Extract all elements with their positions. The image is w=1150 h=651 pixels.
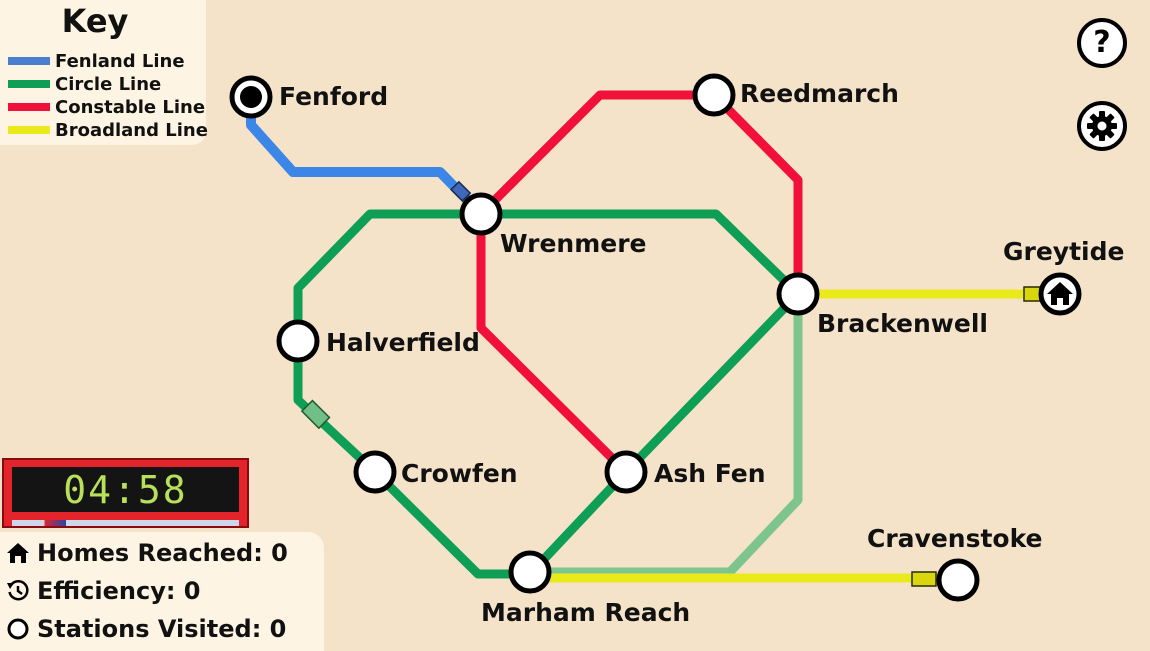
constable-line-south[interactable] <box>476 214 630 476</box>
timer-progress-fill <box>12 520 67 526</box>
station-fenford[interactable] <box>229 75 273 119</box>
key-item-circle: Circle Line <box>8 73 161 95</box>
key-item-constable: Constable Line <box>8 96 205 118</box>
key-label-broadland: Broadland Line <box>55 119 208 141</box>
station-label-wrenmere: Wrenmere <box>500 229 647 258</box>
key-label-constable: Constable Line <box>55 96 206 118</box>
key-item-broadland: Broadland Line <box>8 119 208 141</box>
station-label-cravenstoke: Cravenstoke <box>867 524 1043 553</box>
homes-reached-text: Homes Reached: 0 <box>37 539 288 567</box>
key-label-circle: Circle Line <box>55 73 162 95</box>
train-circle[interactable] <box>300 399 331 430</box>
history-clock-icon <box>5 578 31 604</box>
stations-visited-text: Stations Visited: 0 <box>37 615 287 643</box>
fenland-swatch <box>8 57 50 65</box>
stats-panel: Homes Reached: 0 Efficiency: 0 Stations … <box>0 532 324 651</box>
station-label-brackenwell: Brackenwell <box>817 309 988 338</box>
station-greytide[interactable] <box>1038 272 1082 316</box>
station-label-reedmarch: Reedmarch <box>740 79 899 108</box>
train-broadland-east[interactable] <box>1023 286 1041 302</box>
station-wrenmere[interactable] <box>459 192 503 236</box>
station-label-halverfield: Halverfield <box>326 328 480 357</box>
station-circle-icon <box>5 616 31 642</box>
station-reedmarch[interactable] <box>692 73 736 117</box>
stat-visited: Stations Visited: 0 <box>5 611 286 647</box>
home-icon <box>1047 282 1073 305</box>
gear-icon <box>1087 111 1117 141</box>
circle-line-branch[interactable] <box>530 294 803 577</box>
circle-swatch <box>8 80 50 88</box>
broadland-swatch <box>8 126 50 134</box>
constable-swatch <box>8 103 50 111</box>
key-title: Key <box>61 2 129 40</box>
stat-homes: Homes Reached: 0 <box>5 535 288 571</box>
station-label-crowfen: Crowfen <box>401 459 518 488</box>
efficiency-text: Efficiency: 0 <box>37 577 201 605</box>
fenland-line[interactable] <box>246 97 485 218</box>
line-key-panel: Key Fenland Line Circle Line Constable L… <box>0 0 208 145</box>
station-brackenwell[interactable] <box>776 272 820 316</box>
help-button[interactable]: ? <box>1077 18 1127 68</box>
station-label-ash-fen: Ash Fen <box>654 459 766 488</box>
key-item-fenland: Fenland Line <box>8 50 185 72</box>
help-icon: ? <box>1093 25 1111 60</box>
station-label-marham-reach: Marham Reach <box>481 598 690 627</box>
timer-screen: 04:58 <box>12 467 239 512</box>
station-crowfen[interactable] <box>353 450 397 494</box>
constable-line[interactable] <box>477 90 803 294</box>
timer-display: 04:58 <box>63 467 188 512</box>
station-cravenstoke[interactable] <box>936 558 980 602</box>
station-halverfield[interactable] <box>276 319 320 363</box>
station-ash-fen[interactable] <box>604 450 648 494</box>
timer-progress-bar <box>12 520 239 526</box>
station-label-fenford: Fenford <box>279 82 388 111</box>
train-fenland[interactable] <box>450 180 472 202</box>
stat-efficiency: Efficiency: 0 <box>5 573 201 609</box>
key-label-fenland: Fenland Line <box>55 50 185 72</box>
game-timer: 04:58 <box>2 458 249 528</box>
train-broadland-south[interactable] <box>911 571 937 587</box>
home-icon <box>5 540 31 566</box>
station-label-greytide: Greytide <box>1003 237 1124 266</box>
settings-button[interactable] <box>1077 101 1127 151</box>
station-marham-reach[interactable] <box>508 550 552 594</box>
